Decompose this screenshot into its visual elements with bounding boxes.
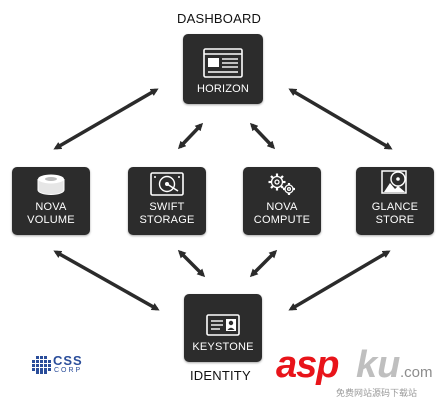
keystone-node: KEYSTONE — [184, 294, 262, 362]
nova-volume-node: NOVA VOLUME — [12, 167, 90, 235]
arrow-horizon-swift — [177, 122, 204, 150]
nova-compute-node: NOVA COMPUTE — [243, 167, 321, 235]
arrow-swift-keystone — [177, 249, 206, 278]
css-corp-logo: CSS CORP — [31, 353, 101, 377]
identity-caption: IDENTITY — [190, 368, 251, 383]
arrow-horizon-nova-compute — [249, 122, 276, 150]
watermark-ku-text: ku — [356, 344, 401, 386]
arrow-horizon-nova-volume — [53, 88, 159, 150]
glance-store-label: GLANCE STORE — [371, 201, 419, 226]
image-disk-icon — [381, 170, 407, 194]
watermark-subtext: 免费网站源码下载站 — [336, 389, 418, 399]
glance-store-node: GLANCE STORE — [356, 167, 434, 235]
horizon-label: HORIZON — [196, 83, 250, 95]
watermark-asp-text: asp — [276, 344, 339, 386]
nova-volume-label: NOVA VOLUME — [27, 201, 75, 226]
horizon-node: HORIZON — [183, 34, 263, 104]
storage-drive-icon — [150, 172, 184, 196]
aspku-watermark: asp ku .com 免费网站源码下载站 — [276, 345, 444, 403]
css-corp-subtext: CORP — [54, 367, 83, 374]
keystone-label: KEYSTONE — [192, 341, 254, 353]
css-corp-wordmark: CSS — [53, 353, 83, 368]
arrow-nova-compute-keystone — [249, 249, 278, 278]
gears-icon — [268, 173, 295, 195]
watermark-domain-suffix: .com — [400, 364, 433, 381]
disk-volume-icon — [37, 174, 65, 195]
dashboard-window-icon — [203, 48, 243, 78]
dashboard-caption: DASHBOARD — [177, 11, 262, 26]
arrow-glance-keystone — [288, 250, 391, 311]
nova-compute-label: NOVA COMPUTE — [253, 201, 311, 226]
arrow-nova-volume-keystone — [53, 250, 160, 311]
swift-storage-node: SWIFT STORAGE — [128, 167, 206, 235]
arrow-horizon-glance — [288, 88, 393, 150]
id-card-icon — [206, 314, 240, 336]
swift-storage-label: SWIFT STORAGE — [139, 201, 195, 226]
globe-grid-icon — [32, 356, 51, 374]
